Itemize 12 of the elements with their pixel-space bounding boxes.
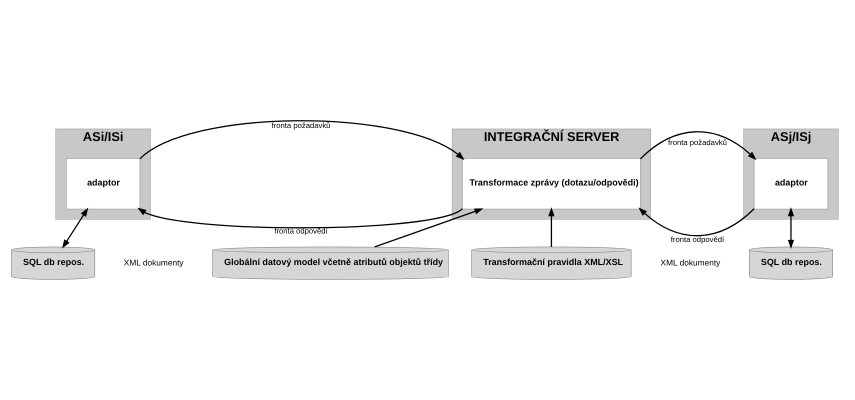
arrow xyxy=(137,208,463,228)
arrow xyxy=(638,207,755,236)
label: XML dokumenty xyxy=(124,257,184,268)
label: XML dokumenty xyxy=(660,257,720,268)
arrow xyxy=(548,207,555,247)
arrow xyxy=(374,208,484,248)
arrow xyxy=(62,208,88,249)
node-box: Transformace zprávy (dotazu/odpovědi) xyxy=(462,158,641,210)
arrow xyxy=(788,207,794,249)
node-box: adaptor xyxy=(66,158,140,210)
node-box: adaptor xyxy=(754,158,828,210)
arrow xyxy=(640,131,756,160)
